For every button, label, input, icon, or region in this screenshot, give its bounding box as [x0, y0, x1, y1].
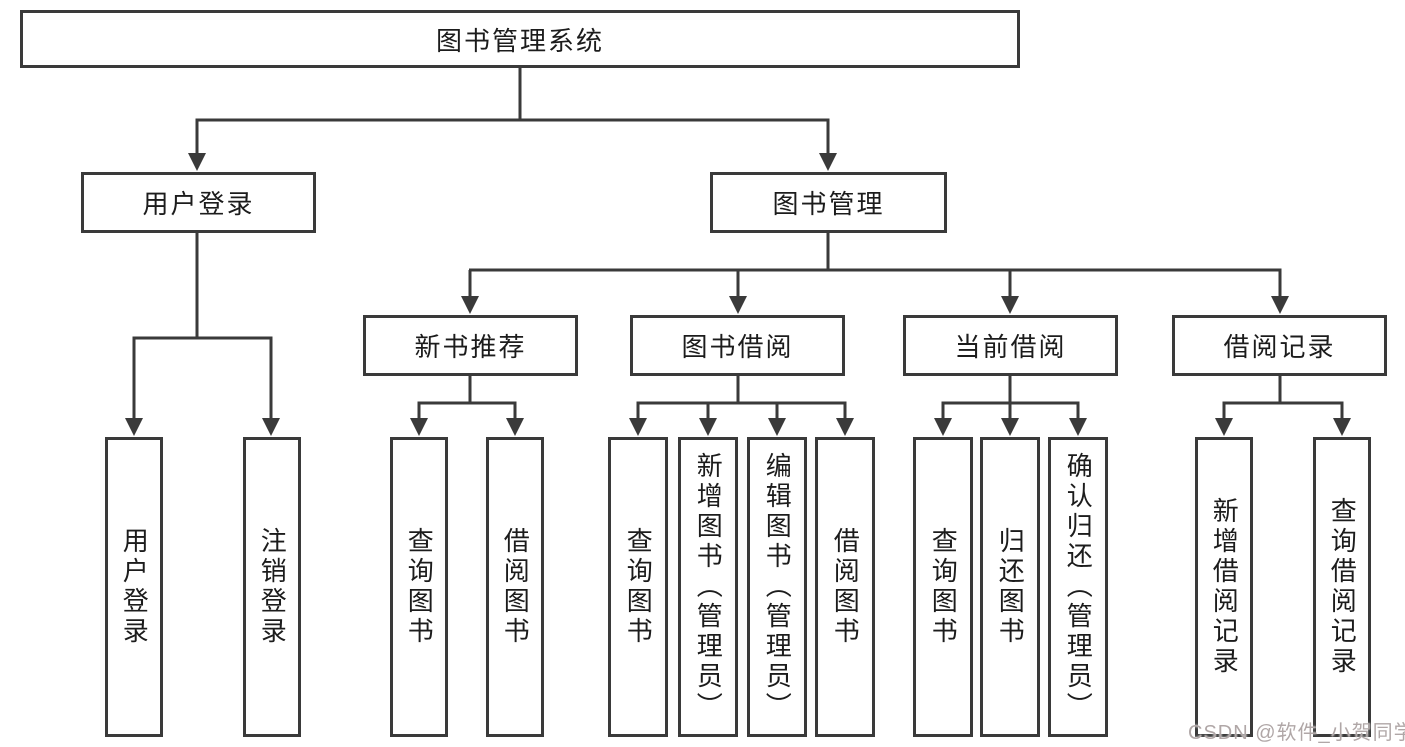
leaf-add-borrow-record: 新增借阅记录	[1195, 437, 1253, 737]
node-label: 归还图书	[995, 527, 1026, 647]
node-label: 新增借阅记录	[1209, 497, 1240, 677]
node-label: 图书借阅	[681, 332, 794, 362]
watermark: CSDN @软件_小贺同学	[1188, 722, 1405, 744]
leaf-logout: 注销登录	[243, 437, 301, 737]
node-user-login: 用户登录	[81, 172, 316, 233]
node-current-borrow: 当前借阅	[903, 315, 1118, 376]
leaf-add-book-admin: 新增图书（管理员）	[678, 437, 738, 737]
node-label: 用户登录	[142, 189, 255, 219]
node-borrow-records: 借阅记录	[1172, 315, 1387, 376]
leaf-query-books-current: 查询图书	[913, 437, 973, 737]
node-book-management: 图书管理	[710, 172, 947, 233]
node-label: 图书管理	[772, 189, 885, 219]
node-label: 借阅记录	[1223, 332, 1336, 362]
node-label: 确认归还（管理员）	[1063, 452, 1094, 722]
node-book-borrow: 图书借阅	[630, 315, 845, 376]
node-label: 用户登录	[119, 527, 150, 647]
node-library-management-system: 图书管理系统	[20, 10, 1020, 68]
node-label: 当前借阅	[954, 332, 1067, 362]
node-label: 查询借阅记录	[1327, 497, 1358, 677]
node-label: 查询图书	[404, 527, 435, 647]
leaf-query-books-recommend: 查询图书	[390, 437, 448, 737]
leaf-query-books-borrow: 查询图书	[608, 437, 668, 737]
node-label: 查询图书	[928, 527, 959, 647]
leaf-borrow-books: 借阅图书	[815, 437, 875, 737]
node-label: 借阅图书	[830, 527, 861, 647]
node-label: 编辑图书（管理员）	[762, 452, 793, 722]
node-label: 借阅图书	[500, 527, 531, 647]
node-label: 图书管理系统	[435, 25, 604, 56]
node-label: 查询图书	[623, 527, 654, 647]
leaf-user-login: 用户登录	[105, 437, 163, 737]
leaf-query-borrow-record: 查询借阅记录	[1313, 437, 1371, 737]
node-label: 注销登录	[257, 527, 288, 647]
leaf-edit-book-admin: 编辑图书（管理员）	[747, 437, 807, 737]
node-label: 新书推荐	[414, 332, 527, 362]
leaf-borrow-books-recommend: 借阅图书	[486, 437, 544, 737]
node-new-book-recommend: 新书推荐	[363, 315, 578, 376]
node-label: 新增图书（管理员）	[693, 452, 724, 722]
leaf-confirm-return-admin: 确认归还（管理员）	[1048, 437, 1108, 737]
leaf-return-books: 归还图书	[980, 437, 1040, 737]
